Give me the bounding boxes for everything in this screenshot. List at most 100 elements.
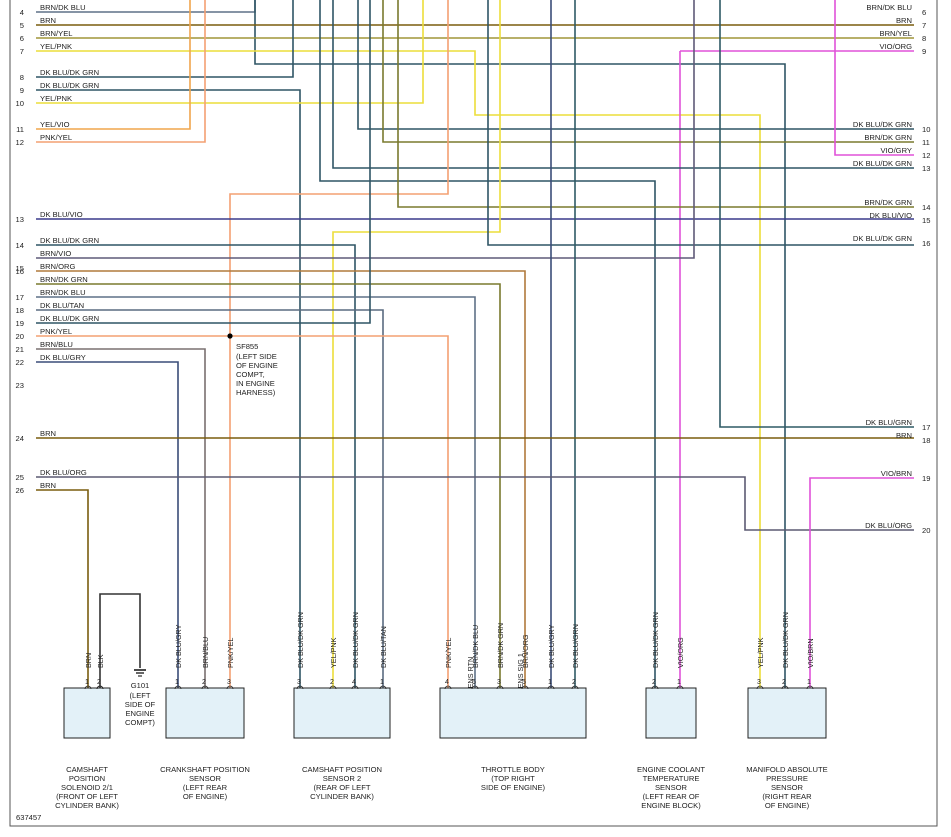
pin-terminal (806, 685, 814, 690)
right-pin-number: 12 (922, 151, 930, 160)
pin-wire-label: DK BLU/GRY (174, 624, 183, 668)
pin-number: 1 (548, 679, 552, 686)
pin-wire-label: BRN/ORG (521, 634, 530, 668)
wire-pnk-yel-tb (36, 335, 449, 680)
wire-brn-blu (36, 348, 206, 680)
left-pin-number: 22 (16, 358, 24, 367)
pin-terminal (781, 685, 789, 690)
ground-desc: (LEFT (129, 691, 150, 700)
ground-desc: SIDE OF (125, 700, 156, 709)
right-wire-label: BRN/DK GRN (864, 133, 912, 142)
right-pin-number: 6 (922, 8, 926, 17)
component-title: PRESSURE (766, 774, 808, 783)
left-wire-label: BRN/BLU (40, 340, 73, 349)
component-title: THROTTLE BODY (481, 765, 545, 774)
pin-number: 3 (497, 679, 501, 686)
splice-desc: COMPT, (236, 370, 265, 379)
pin-number: 2 (652, 679, 656, 686)
wire-dk-blu-dk-grn-cmp4 (36, 244, 356, 680)
pin-terminal (296, 685, 304, 690)
left-wire-label: DK BLU/GRY (40, 353, 86, 362)
pin-number: 5 (522, 679, 526, 686)
left-wire-label: BRN (40, 16, 56, 25)
pin-terminal (351, 685, 359, 690)
component-title: (RIGHT REAR (762, 792, 812, 801)
pin-number: 3 (297, 679, 301, 686)
wire-yel-pnk-cam-5v (332, 0, 501, 680)
left-pin-number: 9 (20, 86, 24, 95)
wire-dk-blu-dk-grn-16r (487, 0, 914, 246)
pin-wire-label: PNK/YEL (226, 638, 235, 668)
pin-wire-label: DK BLU/DK GRN (651, 612, 660, 668)
component-title: TEMPERATURE (643, 774, 700, 783)
wire-dk-blu-dk-grn-cam-gnd (36, 89, 301, 680)
component-title: (FRONT OF LEFT (56, 792, 118, 801)
right-wire-label: DK BLU/ORG (865, 521, 912, 530)
pin-wire-label: DK BLU/TAN (379, 626, 388, 668)
component-title: POSITION (69, 774, 105, 783)
component-title: CYLINDER BANK) (55, 801, 119, 810)
pin-number: 4 (445, 679, 449, 686)
component-title: MANIFOLD ABSOLUTE (746, 765, 827, 774)
component-title: SENSOR (189, 774, 222, 783)
pin-wire-label: BRN/BLU (201, 637, 210, 668)
pin-number: 2 (202, 679, 206, 686)
pin-terminal (84, 685, 92, 690)
component-title: OF ENGINE) (183, 792, 228, 801)
component-title: SENSOR 2 (323, 774, 361, 783)
pin-wire-label: DK BLU/DK GRN (351, 612, 360, 668)
left-wire-label: BRN/DK BLU (40, 3, 86, 12)
component-title: ENGINE COOLANT (637, 765, 705, 774)
left-pin-number: 10 (16, 99, 24, 108)
pin-number: 1 (85, 679, 89, 686)
left-pin-number: 19 (16, 319, 24, 328)
left-pin-number: 7 (20, 47, 24, 56)
component-box (165, 687, 245, 739)
pin-wire-label: DK BLU/GRY (547, 624, 556, 668)
wire-pnk-yel-12 (36, 0, 206, 143)
wire-dk-blu-dk-grn-19 (36, 0, 371, 324)
splice-desc: HARNESS) (236, 388, 276, 397)
component-title: CYLINDER BANK) (310, 792, 374, 801)
pin-number: 1 (677, 679, 681, 686)
pin-terminal (676, 685, 684, 690)
wire-brn-dk-blu-tb (36, 296, 476, 680)
left-wire-label: DK BLU/DK GRN (40, 314, 99, 323)
left-pin-number: 5 (20, 21, 24, 30)
wire-dk-blu-dk-grn-8 (36, 0, 294, 78)
component-title: CAMSHAFT POSITION (302, 765, 382, 774)
splice-id: SF855 (236, 342, 258, 351)
component-title: (LEFT REAR OF (643, 792, 700, 801)
component-box (63, 687, 111, 739)
left-wire-label: BRN/DK BLU (40, 288, 86, 297)
left-pin-number: 12 (16, 138, 24, 147)
right-wire-label: DK BLU/VIO (869, 211, 912, 220)
right-pin-number: 7 (922, 21, 926, 30)
pin-wire-label: DK BLU/DK GRN (781, 612, 790, 668)
right-wire-label: DK BLU/DK GRN (853, 120, 912, 129)
right-pin-number: 15 (922, 216, 930, 225)
left-wire-label: DK BLU/DK GRN (40, 81, 99, 90)
component-box (293, 687, 391, 739)
component-box (747, 687, 827, 739)
right-wire-label: BRN/DK BLU (866, 3, 912, 12)
left-wire-label: BRN/YEL (40, 29, 73, 38)
pin-number: 4 (352, 679, 356, 686)
left-pin-number: 25 (16, 473, 24, 482)
pin-wire-label: YEL/PNK (329, 637, 338, 668)
right-pin-number: 10 (922, 125, 930, 134)
right-pin-number: 14 (922, 203, 930, 212)
wire-dk-blu-gry-crank (36, 361, 179, 680)
pin-terminal (226, 685, 234, 690)
ground-id: G101 (131, 681, 150, 690)
pin-wire-label: BLK (96, 654, 105, 668)
wire-brn-dk-grn-11r (382, 0, 914, 143)
wire-dk-blu-dk-grn-10r (357, 0, 914, 130)
component-title: CRANKSHAFT POSITION (160, 765, 250, 774)
left-pin-number: 4 (20, 8, 24, 17)
right-wire-label: VIO/BRN (881, 469, 912, 478)
left-pin-number: 21 (16, 345, 24, 354)
pin-terminal (96, 685, 104, 690)
splice-desc: (LEFT SIDE (236, 352, 277, 361)
